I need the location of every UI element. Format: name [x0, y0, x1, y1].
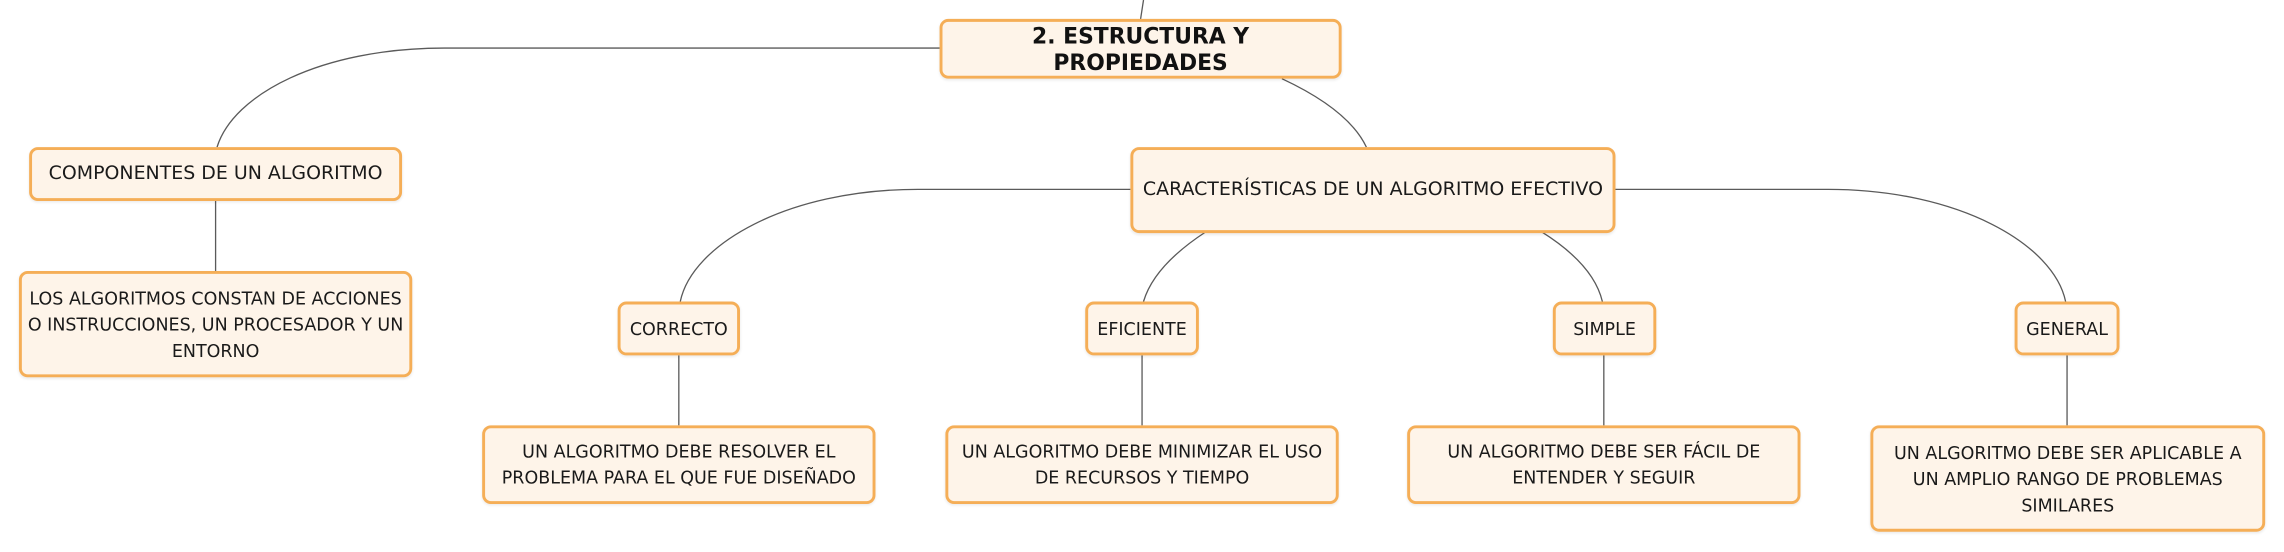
- topic-label: GENERAL: [2026, 318, 2108, 339]
- connector-caracteristicas-simple: [1540, 231, 1604, 302]
- topic-label: EFICIENTE: [1097, 318, 1187, 339]
- topic-componentes-detail[interactable]: LOS ALGORITMOS CONSTAN DE ACCIONES O INS…: [18, 270, 413, 378]
- connector-root-componentes: [216, 47, 940, 148]
- connector-caracteristicas-eficiente: [1142, 231, 1207, 302]
- connector-caracteristicas-general: [1615, 188, 2067, 302]
- topic-estructura-y-propiedades[interactable]: 2. ESTRUCTURA Y PROPIEDADES: [939, 18, 1342, 79]
- topic-label: UN ALGORITMO DEBE RESOLVER EL PROBLEMA P…: [501, 441, 856, 488]
- topic-eficiente[interactable]: EFICIENTE: [1085, 301, 1199, 356]
- topic-general-detail[interactable]: UN ALGORITMO DEBE SER APLICABLE A UN AMP…: [1870, 425, 2266, 532]
- topic-componentes[interactable]: COMPONENTES DE UN ALGORITMO: [29, 147, 403, 202]
- topic-simple[interactable]: SIMPLE: [1552, 301, 1657, 356]
- topic-label: SIMPLE: [1573, 318, 1636, 339]
- connector-caracteristicas-correcto: [679, 188, 1131, 302]
- connector-root-caracteristicas: [1281, 78, 1367, 148]
- topic-correcto[interactable]: CORRECTO: [617, 301, 741, 356]
- topic-label: 2. ESTRUCTURA Y PROPIEDADES: [1032, 22, 1250, 76]
- topic-label: CARACTERÍSTICAS DE UN ALGORITMO EFECTIVO: [1142, 178, 1603, 201]
- topic-simple-detail[interactable]: UN ALGORITMO DEBE SER FÁCIL DE ENTENDER …: [1407, 425, 1801, 505]
- topic-label: LOS ALGORITMOS CONSTAN DE ACCIONES O INS…: [27, 287, 404, 361]
- topic-label: UN ALGORITMO DEBE MINIMIZAR EL USO DE RE…: [961, 441, 1323, 488]
- topic-caracteristicas[interactable]: CARACTERÍSTICAS DE UN ALGORITMO EFECTIVO: [1130, 147, 1616, 234]
- topic-general[interactable]: GENERAL: [2014, 301, 2120, 356]
- topic-label: UN ALGORITMO DEBE SER APLICABLE A UN AMP…: [1893, 442, 2242, 515]
- topic-eficiente-detail[interactable]: UN ALGORITMO DEBE MINIMIZAR EL USO DE RE…: [945, 425, 1339, 505]
- topic-label: COMPONENTES DE UN ALGORITMO: [48, 162, 383, 185]
- topic-correcto-detail[interactable]: UN ALGORITMO DEBE RESOLVER EL PROBLEMA P…: [482, 425, 876, 505]
- topic-label: CORRECTO: [629, 318, 728, 339]
- topic-label: UN ALGORITMO DEBE SER FÁCIL DE ENTENDER …: [1447, 441, 1761, 488]
- connector-parent-above: [1139, 0, 1145, 20]
